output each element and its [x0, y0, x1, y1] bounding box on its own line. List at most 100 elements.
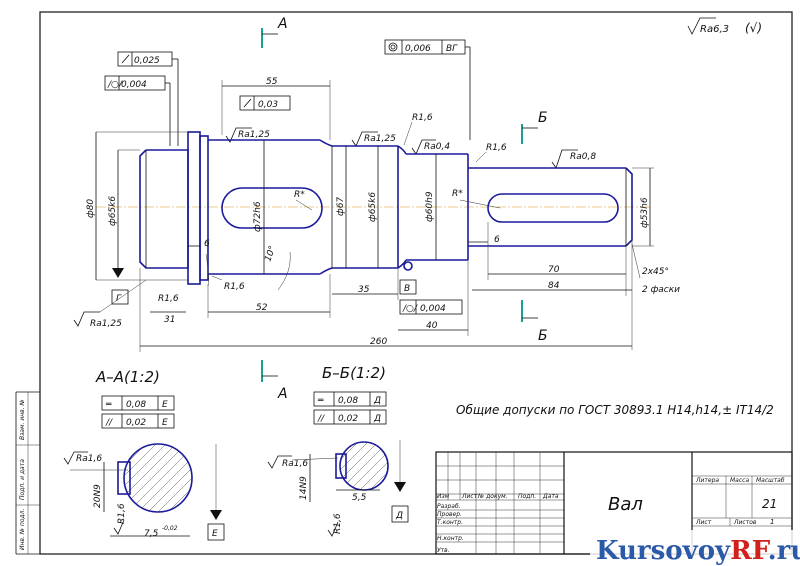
- svg-text:Е: Е: [162, 400, 168, 410]
- svg-text:0,02: 0,02: [126, 418, 146, 428]
- svg-text:0,025: 0,025: [134, 56, 160, 66]
- svg-text:R1,6: R1,6: [158, 294, 179, 304]
- svg-text:═: ═: [317, 396, 324, 406]
- svg-text:Масштаб: Масштаб: [756, 477, 785, 484]
- svg-text:Провер.: Провер.: [437, 511, 462, 518]
- svg-text:Ra1,6: Ra1,6: [76, 454, 102, 464]
- svg-text:Лист: Лист: [461, 493, 478, 500]
- section-label-b-bottom: Б: [538, 328, 548, 344]
- section-label-b-top: Б: [538, 110, 548, 126]
- svg-text:10°: 10°: [263, 245, 278, 263]
- svg-text:20N9: 20N9: [93, 484, 103, 508]
- svg-text:5,5: 5,5: [352, 493, 367, 503]
- svg-text:Изм: Изм: [437, 493, 450, 500]
- section-title-b: Б–Б(1:2): [322, 364, 386, 382]
- svg-text:Т.контр.: Т.контр.: [437, 519, 463, 526]
- svg-text:0,03: 0,03: [258, 100, 278, 110]
- svg-text:/○/: /○/: [402, 304, 418, 314]
- svg-text:Е: Е: [212, 529, 218, 539]
- svg-text:1: 1: [770, 518, 774, 526]
- svg-text:Литера: Литера: [695, 477, 719, 484]
- general-roughness-paren: (√): [745, 21, 762, 35]
- svg-text:Е: Е: [162, 418, 168, 428]
- section-b-b: ═ 0,08 Д // 0,02 Д Ra1,6 14N9 5,5 R1,6: [267, 391, 409, 537]
- datum-e-box: [207, 523, 225, 541]
- svg-text:Утв.: Утв.: [437, 547, 450, 554]
- svg-text:В: В: [404, 284, 410, 294]
- svg-text:Ra1,25: Ra1,25: [238, 130, 270, 140]
- svg-text:2x45°: 2x45°: [642, 267, 669, 277]
- svg-text:Ra1,25: Ra1,25: [90, 319, 122, 329]
- sheet-frame: [39, 11, 793, 555]
- section-title-a: А–А(1:2): [95, 368, 160, 386]
- svg-text:0,02: 0,02: [338, 414, 358, 424]
- tol-frame-runout-003: [239, 95, 291, 111]
- svg-text:0,08: 0,08: [338, 396, 358, 406]
- svg-text:R*: R*: [294, 190, 305, 200]
- svg-text:ф65k6: ф65k6: [108, 196, 118, 226]
- keyway-a: [221, 187, 323, 229]
- svg-text:35: 35: [358, 285, 370, 295]
- svg-text:№ докум.: № докум.: [477, 493, 508, 500]
- svg-text:ф65k6: ф65k6: [368, 192, 378, 222]
- svg-text:ф80: ф80: [86, 199, 96, 218]
- svg-text:ф60h9: ф60h9: [425, 191, 435, 222]
- svg-text://: //: [317, 414, 325, 424]
- drawing-title: Вал: [608, 494, 643, 515]
- svg-text:Д: Д: [395, 511, 403, 521]
- sheet-number: 21: [762, 497, 777, 511]
- svg-text:═: ═: [105, 400, 112, 410]
- svg-text:0,08: 0,08: [126, 400, 146, 410]
- tol-frame-cyl-b: [399, 299, 463, 315]
- general-roughness: Ra6,3: [700, 24, 729, 35]
- svg-text:0,004: 0,004: [420, 304, 446, 314]
- svg-text:Д: Д: [373, 396, 381, 406]
- watermark-logo: KursovoyRF.ru: [590, 530, 800, 566]
- svg-text:/○/: /○/: [107, 80, 123, 90]
- datum-d-box: [391, 505, 409, 523]
- section-label-a-bottom: А: [277, 386, 288, 402]
- svg-text:ВГ: ВГ: [446, 44, 458, 54]
- svg-text:6: 6: [494, 235, 500, 245]
- svg-text:ф67: ф67: [336, 197, 346, 216]
- svg-text:Н.контр.: Н.контр.: [437, 535, 464, 542]
- svg-text:R1,6: R1,6: [333, 513, 343, 534]
- svg-text:Д: Д: [373, 414, 381, 424]
- svg-text:Листов: Листов: [733, 519, 757, 526]
- svg-text:R1,6: R1,6: [412, 113, 433, 123]
- svg-text://: //: [105, 418, 113, 428]
- svg-text:Масса: Масса: [730, 477, 749, 484]
- svg-text:6: 6: [204, 239, 210, 249]
- svg-text:ф53h6: ф53h6: [640, 197, 650, 228]
- shaft-contour: [139, 131, 633, 287]
- svg-text:70: 70: [548, 265, 560, 275]
- section-a-a: ═ 0,08 Е // 0,02 Е Ra1,: [63, 395, 225, 541]
- svg-text:Подп.: Подп.: [518, 493, 536, 500]
- svg-text:Лист: Лист: [695, 519, 712, 526]
- svg-text:R*: R*: [452, 189, 463, 199]
- svg-text:Ra1,6: Ra1,6: [282, 459, 308, 469]
- side-inv-podl: Инв. № подл.: [19, 509, 26, 550]
- svg-text:Ra1,25: Ra1,25: [364, 134, 396, 144]
- svg-text:0,006: 0,006: [405, 44, 431, 54]
- svg-text:R1,6: R1,6: [486, 143, 507, 153]
- svg-text:84: 84: [548, 281, 560, 291]
- svg-text:7,5: 7,5: [144, 529, 159, 539]
- svg-text:Дата: Дата: [542, 493, 559, 500]
- svg-text:31: 31: [164, 315, 175, 325]
- svg-text:ф72h6: ф72h6: [253, 201, 263, 232]
- svg-text:KursovoyRF.ru: KursovoyRF.ru: [596, 536, 800, 566]
- svg-text:R1,6: R1,6: [224, 282, 245, 292]
- svg-text:0,004: 0,004: [121, 80, 147, 90]
- svg-text:14N9: 14N9: [299, 476, 309, 500]
- svg-text:2 фаски: 2 фаски: [642, 285, 680, 295]
- keyway-b: [487, 193, 619, 223]
- svg-text:Разраб.: Разраб.: [437, 503, 461, 510]
- svg-text:R1,6: R1,6: [117, 503, 127, 524]
- datum-g-box: [111, 289, 129, 305]
- side-vzam-inv: Взам. инв. №: [19, 399, 26, 440]
- section-label-a-top: А: [277, 16, 288, 32]
- svg-text:40: 40: [426, 321, 438, 331]
